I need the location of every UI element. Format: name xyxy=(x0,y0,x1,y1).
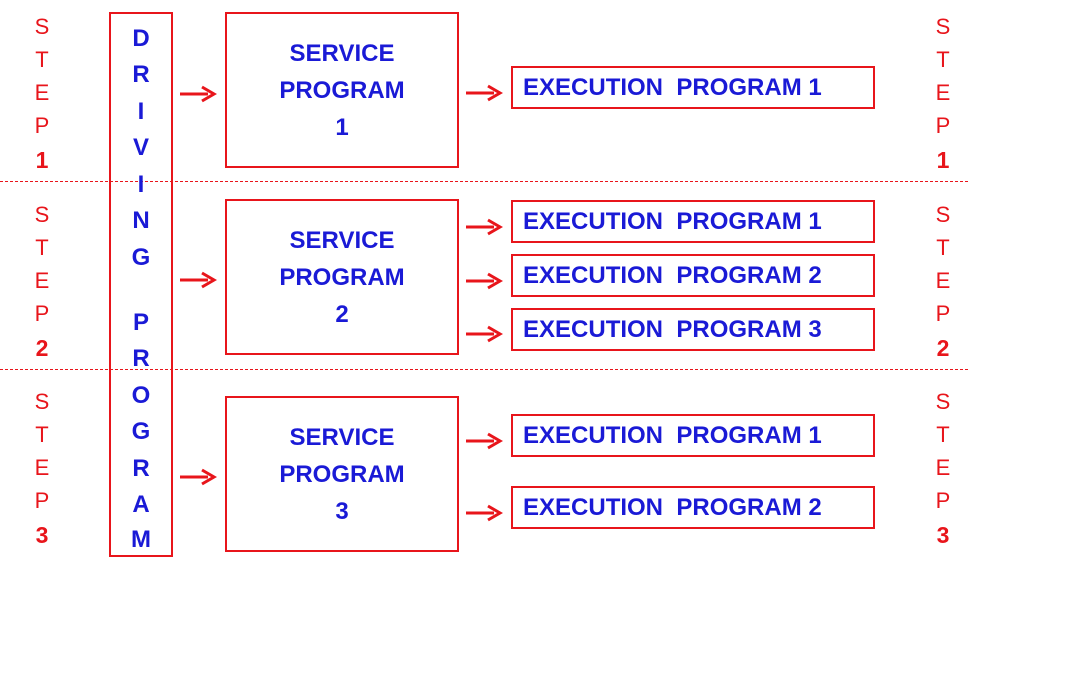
step-label-left-3: S T E P 3 xyxy=(27,385,57,553)
driver-letter: M xyxy=(131,526,151,553)
step-label-left-1: S T E P 1 xyxy=(27,10,57,178)
driver-letter: O xyxy=(131,382,151,409)
driver-letter: V xyxy=(132,134,149,161)
arrow-right-icon xyxy=(466,218,503,236)
driver-letter: D xyxy=(132,25,150,52)
step-number: 2 xyxy=(936,335,950,361)
arrow-right-icon xyxy=(466,504,503,522)
step-label-right-1: S T E P 1 xyxy=(928,10,958,178)
step-letter: S xyxy=(935,202,951,227)
driver-letter: R xyxy=(132,455,150,482)
arrow-right-icon xyxy=(466,325,503,343)
execution-program-box: EXECUTION PROGRAM 1 xyxy=(511,66,875,109)
driver-letter: R xyxy=(132,345,150,372)
step-letter: E xyxy=(34,268,50,293)
execution-program-box: EXECUTION PROGRAM 2 xyxy=(511,254,875,297)
execution-program-box: EXECUTION PROGRAM 1 xyxy=(511,414,875,457)
service-line: SERVICE xyxy=(289,39,395,67)
step-letter: E xyxy=(34,455,50,480)
step-letter: E xyxy=(935,268,951,293)
step-number: 3 xyxy=(936,522,950,548)
service-line: PROGRAM xyxy=(279,76,405,104)
driver-letter: I xyxy=(137,171,145,198)
service-line: SERVICE xyxy=(289,423,395,451)
step-letter: S xyxy=(935,389,951,414)
arrow-right-icon xyxy=(180,468,217,486)
step-divider-1 xyxy=(0,181,968,182)
step-letter: T xyxy=(936,47,950,72)
step-divider-2 xyxy=(0,369,968,370)
step-number: 1 xyxy=(936,147,950,173)
service-line: PROGRAM xyxy=(279,263,405,291)
step-number: 3 xyxy=(35,522,49,548)
step-label-right-3: S T E P 3 xyxy=(928,385,958,553)
service-line: 2 xyxy=(335,300,349,328)
driving-program-box: D R I V I N G P R O G R A M xyxy=(109,12,173,557)
execution-program-box: EXECUTION PROGRAM 2 xyxy=(511,486,875,529)
step-letter: S xyxy=(34,202,50,227)
driver-letter: R xyxy=(132,61,150,88)
step-letter: E xyxy=(34,80,50,105)
driver-letter: I xyxy=(137,98,145,125)
arrow-right-icon xyxy=(180,271,217,289)
step-letter: P xyxy=(34,113,50,138)
arrow-right-icon xyxy=(466,84,503,102)
service-line: 1 xyxy=(335,113,349,141)
step-letter: P xyxy=(935,113,951,138)
step-number: 1 xyxy=(35,147,49,173)
arrow-right-icon xyxy=(466,272,503,290)
step-label-left-2: S T E P 2 xyxy=(27,198,57,366)
execution-program-box: EXECUTION PROGRAM 1 xyxy=(511,200,875,243)
arrow-right-icon xyxy=(180,85,217,103)
driver-letter: P xyxy=(132,309,149,336)
arrow-right-icon xyxy=(466,432,503,450)
execution-program-box: EXECUTION PROGRAM 3 xyxy=(511,308,875,351)
driver-letter: A xyxy=(132,491,150,518)
service-program-2-box: SERVICE PROGRAM 2 xyxy=(225,199,459,355)
step-letter: P xyxy=(34,301,50,326)
service-line: 3 xyxy=(335,497,349,525)
driver-letter: G xyxy=(131,418,151,445)
step-letter: T xyxy=(35,422,49,447)
step-number: 2 xyxy=(35,335,49,361)
service-line: SERVICE xyxy=(289,226,395,254)
step-letter: P xyxy=(34,488,50,513)
step-letter: E xyxy=(935,80,951,105)
driver-letter: N xyxy=(132,207,150,234)
service-program-3-box: SERVICE PROGRAM 3 xyxy=(225,396,459,552)
step-letter: S xyxy=(34,389,50,414)
service-line: PROGRAM xyxy=(279,460,405,488)
step-letter: T xyxy=(936,235,950,260)
service-program-1-box: SERVICE PROGRAM 1 xyxy=(225,12,459,168)
step-letter: S xyxy=(34,14,50,39)
step-letter: T xyxy=(35,235,49,260)
step-letter: P xyxy=(935,488,951,513)
step-letter: T xyxy=(936,422,950,447)
step-letter: E xyxy=(935,455,951,480)
step-label-right-2: S T E P 2 xyxy=(928,198,958,366)
step-letter: S xyxy=(935,14,951,39)
step-letter: P xyxy=(935,301,951,326)
driver-letter: G xyxy=(131,244,151,271)
step-letter: T xyxy=(35,47,49,72)
